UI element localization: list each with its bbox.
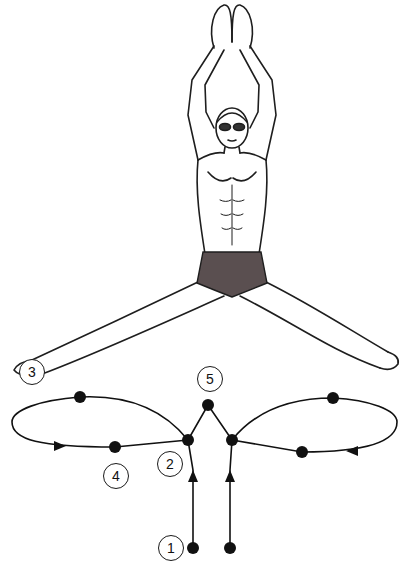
shoulders (198, 153, 266, 160)
chest (208, 172, 256, 181)
torso-right (259, 160, 267, 254)
right-hand (232, 5, 252, 48)
left-path (188, 440, 193, 548)
right-leg-bottom (240, 296, 380, 368)
position-dot (109, 441, 121, 453)
goggle (234, 124, 245, 131)
cap-line (217, 113, 247, 122)
arrowhead (346, 446, 358, 456)
position-dot (296, 446, 308, 458)
position-dot (182, 434, 194, 446)
arrowhead (54, 441, 66, 451)
head (216, 108, 248, 148)
swim-briefs (197, 252, 267, 297)
position-dots (74, 391, 339, 554)
position-dot (226, 434, 238, 446)
callout-circle: 5 (197, 366, 223, 392)
abs-line (232, 185, 233, 245)
arrowhead (225, 470, 235, 482)
position-dot (187, 542, 199, 554)
callout-circle: 1 (158, 535, 184, 561)
callout-number: 1 (167, 541, 175, 555)
callout-number: 5 (206, 372, 214, 386)
left-leg-bottom (42, 296, 224, 374)
right-foot (380, 352, 398, 369)
position-dot (74, 391, 86, 403)
callout-number: 4 (112, 469, 120, 483)
mouth (228, 140, 236, 141)
torso-left (197, 160, 205, 254)
position-dot (224, 542, 236, 554)
left-leg-top (32, 282, 198, 360)
callout-circle: 2 (157, 451, 183, 477)
neck (224, 147, 240, 153)
callout-circle: 3 (19, 359, 45, 385)
right-path (230, 440, 232, 548)
left-hand (212, 5, 232, 48)
left-arm (188, 46, 214, 160)
position-dot (202, 399, 214, 411)
left-loop (12, 397, 188, 447)
movement-paths (12, 397, 397, 548)
right-arm (250, 46, 276, 160)
goggle (220, 124, 231, 131)
position-dot (327, 392, 339, 404)
right-leg-top (266, 282, 388, 352)
callout-number: 3 (28, 365, 36, 379)
callout-circle: 4 (103, 463, 129, 489)
right-loop (232, 398, 397, 452)
callout-number: 2 (166, 457, 174, 471)
arrowheads (54, 441, 358, 482)
arrowhead (188, 470, 198, 482)
abs (220, 200, 244, 230)
